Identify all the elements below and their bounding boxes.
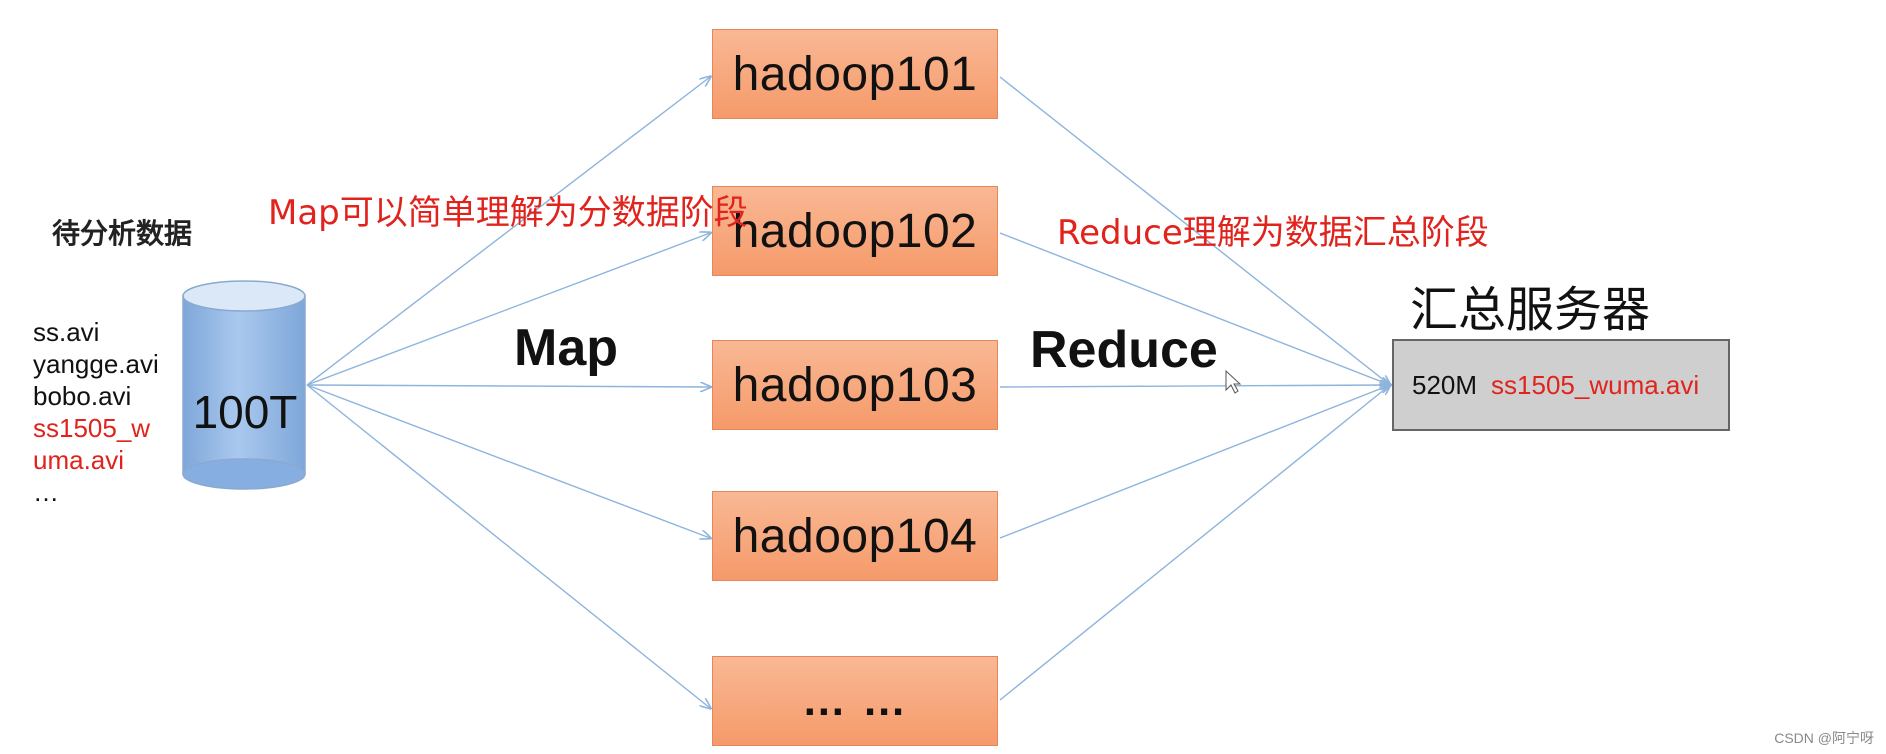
node-hadoop101: hadoop101 [712, 29, 998, 119]
reduce-stage-label: Reduce [1030, 321, 1218, 379]
reduce-arrow-hadoop101 [999, 76, 1390, 385]
reduce-arrow-hadoop102 [999, 232, 1390, 385]
storage-size-label: 100T [192, 386, 298, 438]
map-arrow-more [306, 384, 710, 708]
map-note: Map可以简单理解为分数据阶段 [268, 193, 748, 233]
node-more: … … [712, 656, 998, 746]
storage-cylinder [182, 280, 306, 490]
reduce-arrow-hadoop103 [999, 385, 1390, 387]
server-file: ss1505_wuma.avi [1491, 369, 1700, 400]
server-size: 520M [1412, 369, 1478, 400]
map-arrows [306, 77, 710, 708]
reduce-arrow-hadoop104 [999, 385, 1390, 539]
file-list: ss.avi yangge.avi bobo.avi ss1505_w uma.… [33, 316, 159, 508]
reduce-arrow-more [999, 385, 1390, 701]
node-hadoop104: hadoop104 [712, 491, 998, 581]
mouse-cursor-icon [1225, 369, 1242, 394]
map-stage-label: Map [514, 319, 618, 377]
node-hadoop103: hadoop103 [712, 340, 998, 430]
file-item: bobo.avi [33, 381, 132, 411]
reduce-note: Reduce理解为数据汇总阶段 [1057, 213, 1489, 253]
node-hadoop102: hadoop102 [712, 186, 998, 276]
file-item-highlighted: uma.avi [33, 445, 125, 475]
watermark: CSDN @阿宁呀 [1774, 730, 1874, 746]
file-item-highlighted: ss1505_w [33, 413, 151, 443]
reduce-arrows [999, 76, 1390, 701]
server-title: 汇总服务器 [1410, 282, 1651, 338]
map-arrow-hadoop104 [306, 384, 710, 538]
map-arrow-hadoop102 [306, 233, 710, 386]
file-item: ss.avi [33, 317, 100, 347]
source-title: 待分析数据 [52, 217, 193, 250]
file-item: yangge.avi [33, 349, 159, 379]
map-arrow-hadoop103 [306, 385, 710, 387]
file-item-more: … [33, 477, 59, 507]
map-arrow-hadoop101 [306, 77, 710, 386]
server-box: 520M ss1505_wuma.avi [1392, 339, 1730, 431]
